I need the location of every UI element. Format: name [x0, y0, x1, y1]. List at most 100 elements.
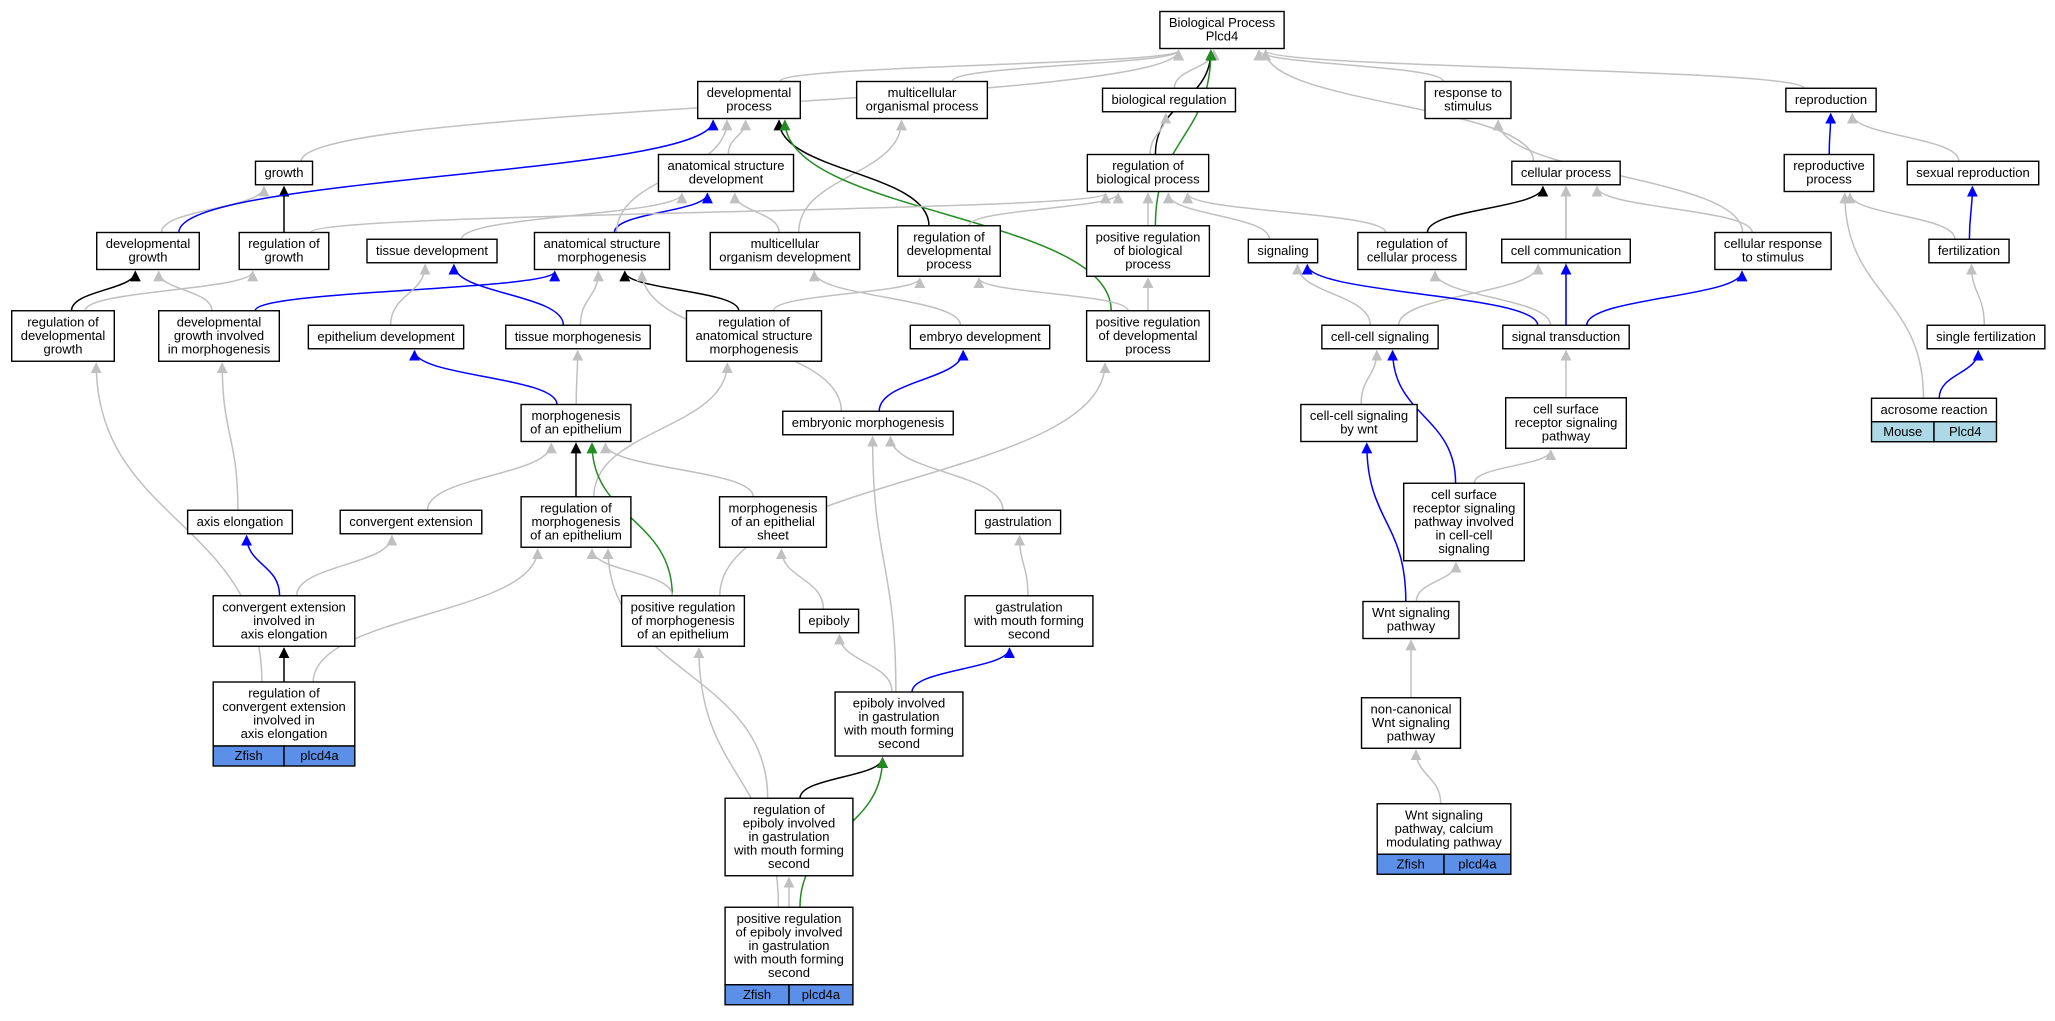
edge-mod-to-asd — [729, 192, 780, 233]
term-node-ce[interactable]: convergent extension — [339, 509, 483, 535]
term-node-sr[interactable]: sexual reproduction — [1906, 160, 2040, 186]
term-label-line: Wnt signaling — [1372, 605, 1450, 620]
term-box — [1928, 238, 2010, 264]
edge-st-to-sig — [1301, 263, 1539, 326]
term-box — [897, 225, 1001, 277]
term-box — [1159, 10, 1285, 50]
term-box — [855, 80, 989, 120]
term-box — [1424, 80, 1512, 120]
term-box — [1926, 324, 2046, 350]
species-tag-label: Zfish — [1397, 856, 1425, 871]
term-node-fert[interactable]: fertilization — [1928, 238, 2010, 264]
edge-csrspi-to-ccs — [1387, 349, 1457, 484]
term-node-breg[interactable]: biological regulation — [1101, 87, 1237, 113]
term-label-line: anatomical structure — [543, 236, 660, 251]
term-node-ae[interactable]: axis elongation — [186, 509, 294, 535]
term-label-line: developmental — [177, 314, 262, 329]
term-box — [1085, 225, 1211, 277]
term-node-emm[interactable]: embryonic morphogenesis — [782, 410, 954, 436]
term-box — [1360, 697, 1462, 749]
gene-tag-label: plcd4a — [300, 748, 339, 763]
term-node-embd[interactable]: embryo development — [909, 324, 1051, 350]
term-label-line: with mouth forming — [973, 613, 1084, 628]
edge-reigm-to-rmoe — [602, 548, 769, 799]
term-label-line: cell communication — [1511, 243, 1622, 258]
term-label-line: gastrulation — [995, 599, 1062, 614]
term-node-repro[interactable]: reproduction — [1785, 87, 1877, 113]
term-node-tm[interactable]: tissue morphogenesis — [505, 324, 651, 350]
term-node-sig[interactable]: signaling — [1247, 238, 1319, 264]
edge-csrspi-to-csrsp — [1473, 449, 1557, 484]
term-label-line: of epiboly involved — [736, 924, 843, 939]
term-box — [1247, 238, 1319, 264]
term-node-epib[interactable]: epiboly — [798, 608, 860, 634]
term-box — [1511, 160, 1621, 186]
term-node-gast[interactable]: gastrulation — [974, 509, 1062, 535]
term-node-cp[interactable]: cellular process — [1511, 160, 1621, 186]
edge-prdp-to-rdp — [973, 277, 1129, 312]
edge-embd-to-mod — [808, 270, 962, 326]
term-box — [1357, 231, 1467, 271]
term-label-line: second — [768, 856, 810, 871]
edge-emm-to-embd — [878, 349, 969, 412]
term-node-sf[interactable]: single fertilization — [1926, 324, 2046, 350]
term-label-line: second — [768, 965, 810, 980]
edge-wntca-to-ncwnt — [1410, 749, 1442, 804]
term-node-st[interactable]: signal transduction — [1502, 324, 1630, 350]
term-label-line: non-canonical — [1371, 701, 1452, 716]
term-label-line: positive regulation — [737, 911, 842, 926]
term-node-ed[interactable]: epithelium development — [307, 324, 465, 350]
term-node-ccs[interactable]: cell-cell signaling — [1321, 324, 1439, 350]
term-node-td[interactable]: tissue development — [366, 238, 498, 264]
term-label-line: epithelium development — [317, 329, 455, 344]
term-label-line: developmental — [907, 243, 992, 258]
edge-repro-to-bp — [1260, 49, 1805, 89]
edge-prmoe-to-prdp — [719, 362, 1111, 596]
term-label-line: tissue development — [376, 243, 488, 258]
term-label-line: pathway, calcium — [1395, 821, 1494, 836]
term-node-cc[interactable]: cell communication — [1501, 238, 1631, 264]
term-label-line: sheet — [757, 527, 789, 542]
edge-eigm-to-gmfs — [911, 647, 1015, 693]
edge-ce-to-moe — [426, 442, 557, 511]
term-node-growth[interactable]: growth — [254, 160, 314, 186]
edge-ccs-to-sig — [1292, 263, 1372, 326]
term-label-line: in gastrulation — [749, 829, 830, 844]
